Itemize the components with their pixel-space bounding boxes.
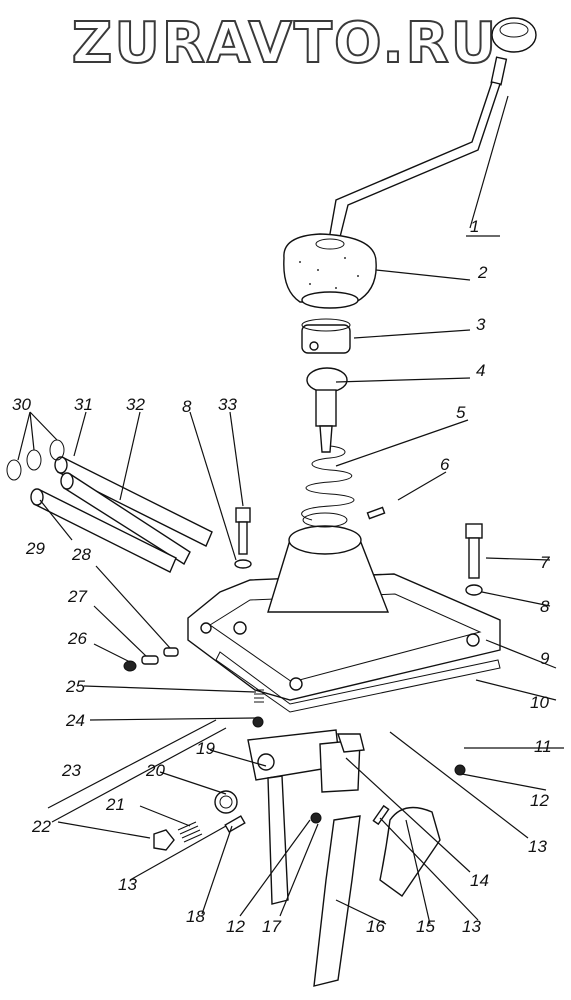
callout-labels: 1 2 3 4 5 6 7 8 8 9 10 11 12 12 13 13 13… [12, 217, 552, 936]
interlock-parts [153, 790, 390, 851]
callout-14: 14 [470, 871, 489, 890]
retaining-ring [6, 459, 22, 481]
callout-12-right: 12 [530, 791, 549, 810]
lever-boot [283, 233, 377, 309]
callout-12-bottom: 12 [226, 917, 245, 936]
callout-11: 11 [534, 737, 552, 756]
callout-20: 20 [145, 761, 165, 780]
callout-13-bottom: 13 [462, 917, 481, 936]
leader-lines [17, 95, 564, 925]
callout-19: 19 [196, 739, 215, 758]
callout-33: 33 [218, 395, 237, 414]
spring [301, 445, 355, 521]
callout-10: 10 [530, 693, 549, 712]
lever-collar [301, 318, 351, 354]
callout-23: 23 [61, 761, 81, 780]
callout-31: 31 [74, 395, 93, 414]
lever-knob [491, 17, 537, 53]
callout-5: 5 [456, 403, 466, 422]
watermark-text: ZURAVTO.RU [72, 11, 499, 76]
callout-26: 26 [67, 629, 87, 648]
callout-4: 4 [476, 361, 485, 380]
housing-cover [187, 512, 501, 701]
callout-6: 6 [440, 455, 450, 474]
callout-7: 7 [540, 553, 550, 572]
callout-3: 3 [476, 315, 486, 334]
callout-27: 27 [67, 587, 87, 606]
gasket [215, 651, 501, 713]
callout-13-right: 13 [528, 837, 547, 856]
callout-18: 18 [186, 907, 205, 926]
callout-17: 17 [262, 917, 281, 936]
callout-32: 32 [126, 395, 145, 414]
callout-13-left: 13 [118, 875, 137, 894]
callout-21: 21 [105, 795, 125, 814]
callout-29: 29 [25, 539, 45, 558]
lever-ball-joint [306, 367, 348, 453]
callout-25: 25 [65, 677, 85, 696]
detent-parts [123, 647, 264, 728]
shift-forks [247, 729, 466, 987]
callout-1: 1 [470, 217, 479, 236]
callout-8-right: 8 [540, 597, 550, 616]
callout-15: 15 [416, 917, 435, 936]
callout-30: 30 [12, 395, 31, 414]
callout-8-left: 8 [182, 397, 192, 416]
callout-22: 22 [31, 817, 51, 836]
callout-2: 2 [477, 263, 488, 282]
callout-16: 16 [366, 917, 385, 936]
gear-lever-assembly [327, 17, 537, 246]
bolts-and-washers [234, 506, 483, 596]
callout-24: 24 [65, 711, 85, 730]
shift-rods [6, 439, 213, 573]
callout-9: 9 [540, 649, 550, 668]
callout-28: 28 [71, 545, 91, 564]
